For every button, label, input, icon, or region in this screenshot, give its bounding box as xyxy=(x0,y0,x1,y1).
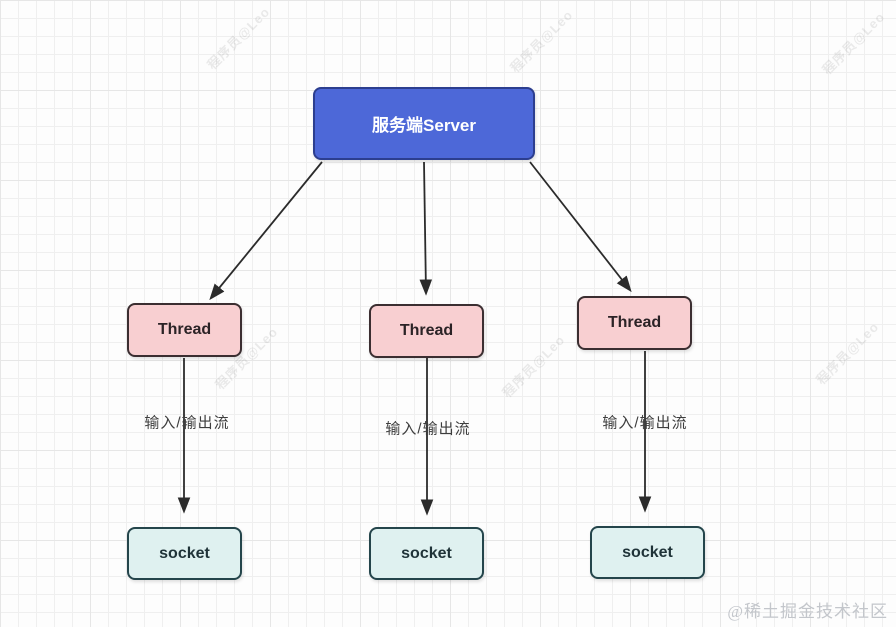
thread-label: Thread xyxy=(399,322,454,339)
thread-node-3: Thread xyxy=(577,296,692,350)
socket-label: socket xyxy=(622,543,673,561)
watermark: 程序员@Leo xyxy=(204,3,273,73)
socket-node-3: socket xyxy=(590,526,705,579)
arrow-server-to-thread-2 xyxy=(419,161,433,296)
thread-node-2: Thread xyxy=(369,304,484,358)
edge-label-io-stream-3: 输入/输出流 xyxy=(602,414,688,432)
arrow-server-to-thread-1 xyxy=(209,161,323,301)
watermark: 程序员@Leo xyxy=(813,318,882,388)
socket-node-2: socket xyxy=(369,527,484,580)
edge-label-io-stream-2: 输入/输出流 xyxy=(385,420,471,438)
server-label: 服务端Server xyxy=(372,116,476,135)
edge-label-io-stream-1: 输入/输出流 xyxy=(144,414,230,432)
thread-node-1: Thread xyxy=(127,303,242,357)
thread-label: Thread xyxy=(157,321,212,338)
watermark: 程序员@Leo xyxy=(499,331,568,401)
juejin-community-watermark: @稀土掘金技术社区 xyxy=(727,602,888,621)
server-node: 服务端Server xyxy=(313,87,535,160)
socket-node-1: socket xyxy=(127,527,242,580)
socket-label: socket xyxy=(401,544,452,562)
socket-label: socket xyxy=(159,544,210,562)
thread-label: Thread xyxy=(607,314,662,331)
arrow-server-to-thread-3 xyxy=(529,161,632,293)
watermark: 程序员@Leo xyxy=(507,6,576,76)
watermark: 程序员@Leo xyxy=(819,8,888,78)
